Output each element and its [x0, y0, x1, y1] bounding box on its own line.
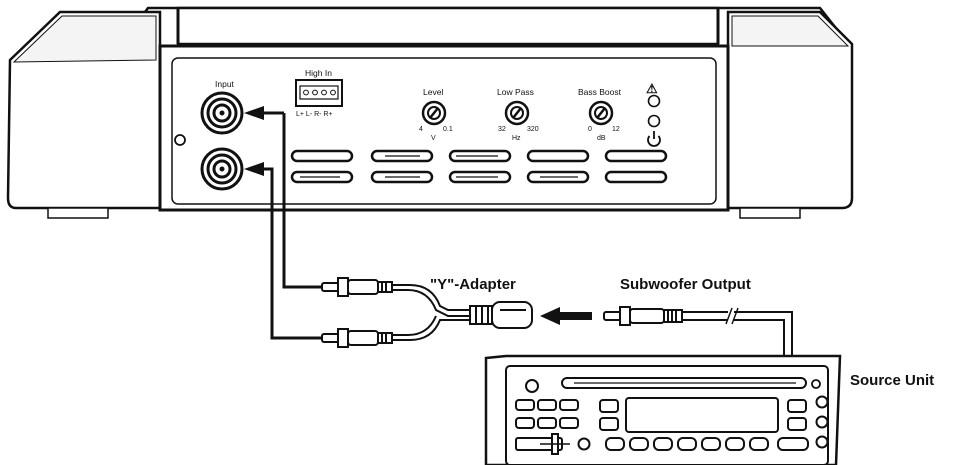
- y-adapter-cable: [392, 284, 470, 341]
- protect-led-icon: [647, 114, 661, 128]
- rca-cable-top: [244, 106, 324, 289]
- mode-knob[interactable]: [815, 435, 829, 449]
- radio-fader-slider[interactable]: [515, 433, 570, 455]
- bass-boost-knob[interactable]: [588, 100, 614, 126]
- warning-icon: ⚠: [646, 81, 658, 96]
- subwoofer-output-label: Subwoofer Output: [620, 276, 751, 293]
- rca-plug-top: [321, 277, 393, 297]
- low-pass-label: Low Pass: [497, 87, 534, 97]
- source-knob[interactable]: [815, 415, 829, 429]
- bass-boost-label: Bass Boost: [578, 87, 622, 97]
- high-in-pins-label: L+ L- R- R+: [296, 111, 333, 118]
- eject-button[interactable]: [811, 379, 821, 389]
- connection-arrow-icon: [540, 307, 592, 325]
- amplifier: Input High In L+ L- R- R+ Leve: [6, 6, 854, 219]
- bass-boost-unit: dB: [597, 135, 606, 142]
- y-adapter-female-jack: [469, 301, 533, 329]
- rca-input-jack-top[interactable]: [200, 91, 244, 135]
- amplifier-top-window: [176, 6, 720, 46]
- input-label: Input: [215, 79, 235, 89]
- level-label: Level: [423, 87, 443, 97]
- level-max: 0.1: [443, 126, 453, 133]
- source-unit: [484, 354, 842, 465]
- radio-left-buttons[interactable]: [515, 399, 807, 431]
- led-indicator: [174, 134, 186, 146]
- subwoofer-output-plug: [603, 306, 683, 326]
- source-unit-label: Source Unit: [850, 372, 934, 389]
- rca-cable-bottom: [244, 162, 324, 340]
- bass-boost-max: 12: [612, 126, 620, 133]
- rca-plug-bottom: [321, 328, 393, 348]
- bass-boost-min: 0: [588, 126, 592, 133]
- bass-boost-knob-group: Bass Boost 0 dB 12: [578, 87, 622, 142]
- radio-preset-buttons[interactable]: [605, 437, 809, 451]
- level-min: 4: [419, 126, 423, 133]
- rca-input-jack-bottom[interactable]: [200, 147, 244, 191]
- status-led-icon: [647, 94, 661, 108]
- low-pass-knob[interactable]: [504, 100, 530, 126]
- amplifier-right-block: [726, 10, 854, 210]
- radio-display: [625, 397, 779, 433]
- power-knob[interactable]: [525, 379, 539, 393]
- volume-knob[interactable]: [815, 395, 829, 409]
- high-in-connector[interactable]: [295, 79, 343, 107]
- level-unit: V: [431, 135, 436, 142]
- low-pass-unit: Hz: [512, 135, 521, 142]
- low-pass-min: 32: [498, 126, 506, 133]
- level-knob[interactable]: [421, 100, 447, 126]
- low-pass-knob-group: Low Pass 32 Hz 320: [497, 87, 539, 142]
- y-adapter-label: "Y"-Adapter: [430, 276, 516, 293]
- level-knob-group: Level 4 V 0.1: [419, 87, 453, 142]
- subwoofer-cable: [682, 307, 793, 358]
- power-icon: [647, 131, 661, 147]
- low-pass-max: 320: [527, 126, 539, 133]
- high-in-label: High In: [305, 68, 332, 78]
- menu-knob[interactable]: [577, 437, 591, 451]
